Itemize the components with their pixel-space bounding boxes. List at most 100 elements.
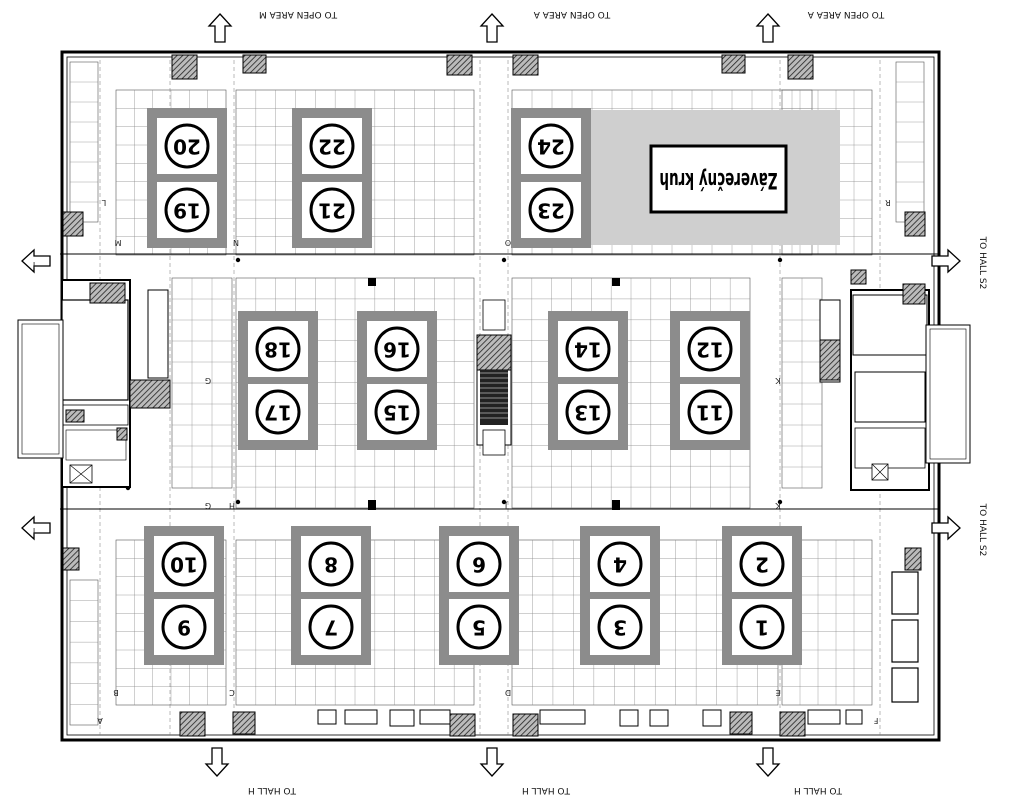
ring-number: 1	[755, 616, 769, 640]
zone-label: I	[33, 526, 35, 535]
bottom-booths	[317, 571, 919, 727]
ring-number-circle	[308, 541, 354, 587]
ring-number-circle	[255, 389, 301, 435]
zone-label: E	[775, 688, 780, 697]
zone-label: A	[97, 716, 103, 725]
ring-17: 17	[248, 384, 308, 440]
ring-number-circle	[739, 604, 785, 650]
ring-number-circle	[164, 123, 210, 169]
zone-label: B	[113, 688, 119, 697]
ring-19: 19	[157, 182, 217, 238]
ring-22: 22	[302, 118, 362, 174]
ring-number-circle	[597, 541, 643, 587]
exit-arrow-icon	[931, 249, 961, 273]
ring-number-circle	[739, 541, 785, 587]
zone-label: K	[775, 501, 781, 510]
ring-number: 8	[324, 553, 338, 577]
ring-number: 7	[324, 616, 338, 640]
exit-arrow-icon	[480, 747, 504, 777]
exit-arrow-icon	[931, 516, 961, 540]
ring-number-circle	[565, 389, 611, 435]
ring-number: 9	[177, 616, 191, 640]
zone-label: C	[229, 688, 235, 697]
zone-label: H	[229, 501, 235, 510]
zone-label: M	[114, 238, 121, 247]
ring-4: 4	[590, 536, 650, 592]
zone-label: L	[101, 198, 106, 207]
exit-label-bottom-3: TO HALL H	[794, 785, 843, 795]
ring-20: 20	[157, 118, 217, 174]
ring-13: 13	[558, 384, 618, 440]
final-ring-title: Záverečný kruh	[660, 167, 778, 192]
final-ring-label-box: Záverečný kruh	[649, 144, 788, 214]
ring-18: 18	[248, 321, 308, 377]
ring-number: 2	[755, 553, 769, 577]
ring-number: 21	[318, 199, 346, 223]
zone-label: G	[205, 376, 211, 385]
exit-label-right-1: TO HALL S2	[977, 236, 987, 290]
ring-6: 6	[449, 536, 509, 592]
zone-label: F	[873, 716, 878, 725]
exit-arrow-icon	[208, 13, 232, 43]
ring-number: 24	[537, 135, 565, 159]
ring-number-circle	[456, 604, 502, 650]
ring-number-circle	[374, 326, 420, 372]
ring-16: 16	[367, 321, 427, 377]
ring-number-circle	[308, 604, 354, 650]
exit-arrow-icon	[756, 13, 780, 43]
ring-number: 10	[170, 553, 198, 577]
ring-number: 17	[264, 401, 292, 425]
ring-number: 22	[318, 135, 346, 159]
exit-arrow-icon	[205, 747, 229, 777]
ring-number-circle	[528, 123, 574, 169]
ring-3: 3	[590, 599, 650, 655]
ring-number-circle	[161, 604, 207, 650]
ring-number: 11	[696, 401, 724, 425]
ring-number-circle	[255, 326, 301, 372]
ring-number: 12	[696, 338, 724, 362]
ring-15: 15	[367, 384, 427, 440]
ring-number-circle	[687, 389, 733, 435]
exit-label-right-2: TO HALL S2	[977, 503, 987, 557]
ring-number: 16	[383, 338, 411, 362]
ring-number: 20	[173, 135, 201, 159]
ring-number: 14	[574, 338, 602, 362]
ring-2: 2	[732, 536, 792, 592]
ring-number-circle	[164, 187, 210, 233]
ring-number-circle	[565, 326, 611, 372]
ring-number-circle	[374, 389, 420, 435]
exit-label-bottom-1: TO HALL H	[248, 785, 297, 795]
ring-number-circle	[161, 541, 207, 587]
exit-label-top-2: TO OPEN AREA A	[533, 9, 611, 19]
zone-label: N	[233, 238, 239, 247]
ring-21: 21	[302, 182, 362, 238]
ring-23: 23	[521, 182, 581, 238]
ring-14: 14	[558, 321, 618, 377]
exit-arrow-icon	[756, 747, 780, 777]
central-staircase	[476, 299, 512, 456]
left-service-block	[17, 279, 171, 488]
ring-10: 10	[154, 536, 214, 592]
ring-number: 3	[613, 616, 627, 640]
ring-number-circle	[309, 123, 355, 169]
exit-label-bottom-2: TO HALL H	[522, 785, 571, 795]
ring-9: 9	[154, 599, 214, 655]
ring-number: 23	[537, 199, 565, 223]
ring-24: 24	[521, 118, 581, 174]
exit-label-top-3: TO OPEN AREA A	[807, 9, 885, 19]
ring-7: 7	[301, 599, 361, 655]
zone-label: G	[205, 501, 211, 510]
pillars	[62, 54, 926, 737]
ring-number: 15	[383, 401, 411, 425]
ring-1: 1	[732, 599, 792, 655]
ring-number-circle	[687, 326, 733, 372]
zone-label: O	[505, 238, 511, 247]
zone-label: I	[33, 260, 35, 269]
zone-label: D	[505, 688, 511, 697]
ring-number: 18	[264, 338, 292, 362]
ring-number-circle	[528, 187, 574, 233]
ring-8: 8	[301, 536, 361, 592]
zone-label: R	[885, 198, 891, 207]
